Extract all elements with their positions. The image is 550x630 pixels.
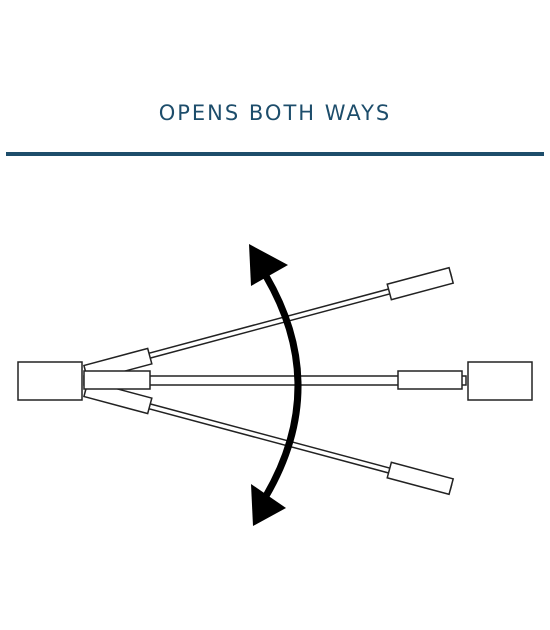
title-divider (6, 152, 544, 156)
door-leaf-closed (83, 370, 467, 390)
door-leaf-open-down (83, 380, 455, 496)
left-frame-block (17, 361, 83, 401)
right-frame-block (467, 361, 533, 401)
page-title: OPENS BOTH WAYS (158, 101, 392, 125)
double-headed-curved-arrow-icon (249, 244, 302, 526)
